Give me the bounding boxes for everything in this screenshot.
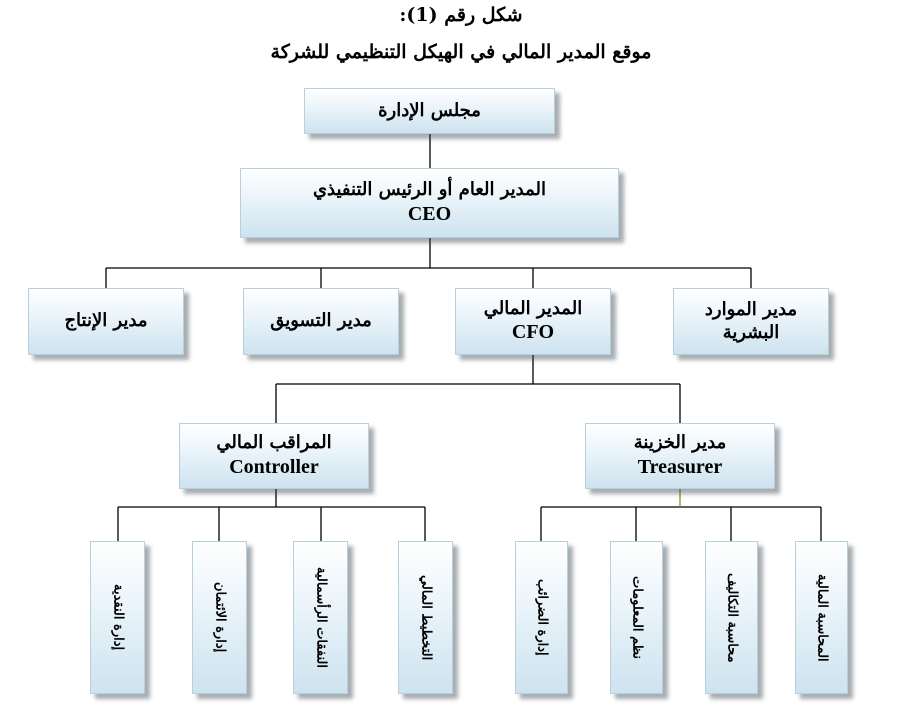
figure-label: شكل رقم (1): (399, 4, 523, 26)
board-label: مجلس الإدارة (378, 99, 481, 121)
treasurer-label-ar: مدير الخزينة (633, 432, 727, 454)
cfo-label-ar: المدير المالي (483, 297, 583, 319)
controller-label-en: Controller (229, 455, 319, 478)
unit-credit-management-label: إدارة الائتمان (212, 582, 228, 653)
unit-cash-management-label: إدارة النقدية (110, 584, 126, 651)
unit-financial-planning-label: التخطيط المالي (418, 574, 434, 661)
unit-tax-management-label: إدارة الضرائب (534, 579, 550, 656)
ceo-label-en: CEO (407, 202, 452, 225)
production-manager-label: مدير الإنتاج (64, 310, 148, 332)
figure-title: موقع المدير المالي في الهيكل التنظيمي لل… (270, 41, 652, 63)
cfo-label-en: CFO (511, 321, 555, 344)
unit-financial-accounting-box: المحاسبة المالية (795, 541, 848, 694)
treasurer-box: مدير الخزينة Treasurer (585, 423, 775, 489)
unit-cash-management-box: إدارة النقدية (90, 541, 145, 694)
unit-capital-expenditure-box: النفقات الرأسمالية (293, 541, 348, 694)
hr-manager-label-line2: البشرية (722, 321, 780, 343)
unit-financial-accounting-label: المحاسبة المالية (814, 573, 830, 662)
unit-financial-planning-box: التخطيط المالي (398, 541, 453, 694)
unit-information-systems-box: نظم المعلومات (610, 541, 663, 694)
hr-manager-label-line1: مدير الموارد (704, 299, 798, 320)
controller-box: المراقب المالي Controller (179, 423, 369, 489)
marketing-manager-box: مدير التسويق (243, 288, 399, 355)
unit-credit-management-box: إدارة الائتمان (192, 541, 247, 694)
treasurer-label-en: Treasurer (637, 455, 723, 478)
board-box: مجلس الإدارة (304, 88, 555, 134)
unit-information-systems-label: نظم المعلومات (629, 575, 645, 659)
ceo-label-ar: المدير العام أو الرئيس التنفيذي (312, 179, 547, 201)
marketing-manager-label: مدير التسويق (270, 310, 372, 332)
unit-cost-accounting-label: محاسبة التكاليف (724, 572, 740, 663)
cfo-box: المدير المالي CFO (455, 288, 611, 355)
unit-tax-management-box: إدارة الضرائب (515, 541, 568, 694)
ceo-box: المدير العام أو الرئيس التنفيذي CEO (240, 168, 619, 238)
unit-capital-expenditure-label: النفقات الرأسمالية (313, 567, 329, 668)
unit-cost-accounting-box: محاسبة التكاليف (705, 541, 758, 694)
hr-manager-box: مدير الموارد البشرية (673, 288, 829, 355)
production-manager-box: مدير الإنتاج (28, 288, 184, 355)
controller-label-ar: المراقب المالي (216, 432, 332, 454)
